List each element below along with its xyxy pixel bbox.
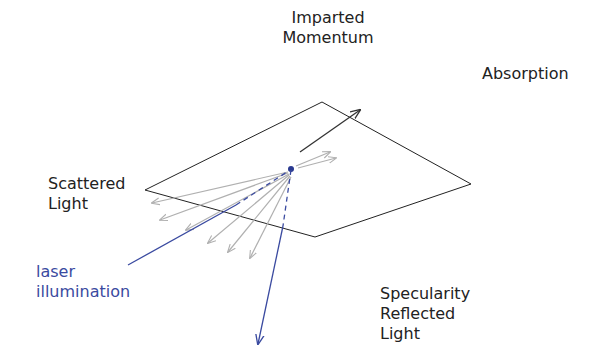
surface-plane (145, 102, 471, 237)
reflected-beam-hidden (283, 170, 291, 226)
diagram-label: Specularity Reflected Light (380, 284, 498, 344)
diagram-label: Imparted Momentum (268, 8, 388, 48)
diagram-label: Scattered Light (48, 174, 148, 214)
scattered-arrows (152, 152, 336, 258)
momentum-arrow (300, 110, 360, 152)
reflected-beam (258, 226, 283, 344)
diagram-label: laser illumination (36, 262, 156, 302)
laser-beam (128, 205, 236, 265)
laser-beam-hidden (236, 170, 290, 205)
diagram-label: Absorption (482, 64, 597, 84)
